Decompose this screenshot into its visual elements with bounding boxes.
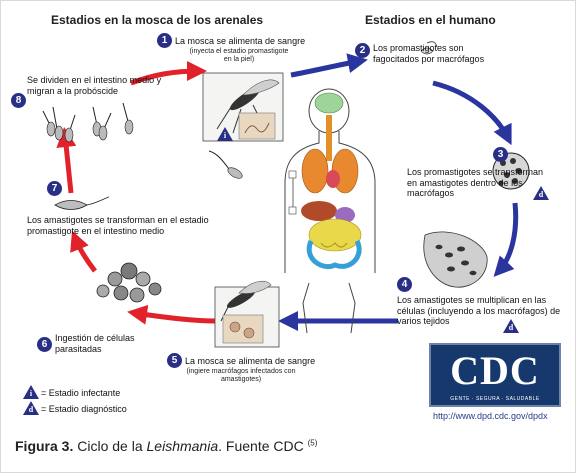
dividing-promastigotes — [42, 102, 134, 143]
diagram-artwork — [42, 41, 530, 348]
step-3-text: Los promastigotes se transforman en amas… — [407, 167, 544, 198]
arrow-3-to-4 — [493, 202, 519, 277]
infected-macrophage — [492, 152, 530, 190]
step-8-text: Se dividen en el intestino medio y migra… — [27, 75, 162, 96]
heading-sandfly-stages: Estadios en la mosca de los arenales — [51, 13, 264, 27]
arrow-2-to-3 — [432, 80, 512, 146]
step-4-text: Los amastigotes se multiplican en las cé… — [397, 295, 561, 326]
step-4-badge: 4 — [397, 277, 412, 292]
legend-diagnostic-icon: d — [23, 401, 39, 415]
injected-promastigote — [208, 150, 243, 179]
caption-text-before: Ciclo de la — [73, 438, 147, 454]
promastigote-transforming — [54, 196, 110, 210]
sandfly-feeding-image-bottom — [214, 280, 280, 348]
arrow-8-to-1 — [130, 61, 207, 86]
step-2-text: Los promastigotes son fagocitados por ma… — [373, 43, 485, 64]
figure-caption: Figura 3. Ciclo de la Leishmania. Fuente… — [15, 438, 317, 454]
arrow-6-to-7 — [70, 230, 97, 273]
step-7-text: Los amastigotes se transforman en el est… — [27, 215, 209, 236]
caption-text-after: . Fuente CDC — [218, 438, 308, 454]
step-7-badge: 7 — [47, 181, 62, 196]
caption-label: Figura 3. — [15, 438, 74, 454]
infective-stage-marker-1: i — [217, 127, 233, 141]
diagnostic-stage-marker-4: d — [503, 319, 519, 333]
step-3-badge: 3 — [493, 147, 508, 162]
step-1-subtext: (inyecta el estadio promastigote en la p… — [189, 48, 289, 63]
arrow-1-to-2 — [290, 53, 368, 78]
legend-diagnostic-label: = Estadio diagnóstico — [41, 404, 127, 414]
caption-reference: (5) — [307, 438, 318, 448]
human-body-figure — [284, 88, 376, 334]
sandfly-feeding-image-top — [202, 72, 284, 142]
arrow-7-to-8 — [56, 127, 77, 194]
arrow-5-to-6 — [127, 304, 216, 325]
legend-infective-label: = Estadio infectante — [41, 388, 121, 398]
step-5-subtext: (ingiere macrófagos infectados con amast… — [186, 368, 296, 383]
legend-infective-icon: i — [23, 385, 39, 399]
step-1-text: La mosca se alimenta de sangre — [175, 36, 306, 46]
amastigotes-multiplying-cell — [423, 231, 488, 288]
step-5-text: La mosca se alimenta de sangre — [185, 356, 316, 366]
step-6-text: Ingestión de células parasitadas — [55, 333, 135, 354]
diagnostic-stage-marker-3: d — [533, 186, 549, 200]
step-6-badge: 6 — [37, 337, 52, 352]
step-2-badge: 2 — [355, 43, 370, 58]
source-url[interactable]: http://www.dpd.cdc.gov/dpdx — [433, 411, 548, 421]
parasitized-cells-cluster — [96, 262, 162, 303]
step-1-badge: 1 — [157, 33, 172, 48]
step-5-badge: 5 — [167, 353, 182, 368]
cdc-logo: CDC GENTE · SEGURA · SALUDABLE — [429, 343, 561, 407]
heading-human-stages: Estadios en el humano — [365, 13, 496, 27]
caption-genus: Leishmania — [146, 438, 219, 454]
macrophage-with-promastigotes — [420, 41, 438, 55]
step-8-badge: 8 — [11, 93, 26, 108]
life-cycle-diagram: Estadios en la mosca de los arenales Est… — [3, 3, 573, 428]
